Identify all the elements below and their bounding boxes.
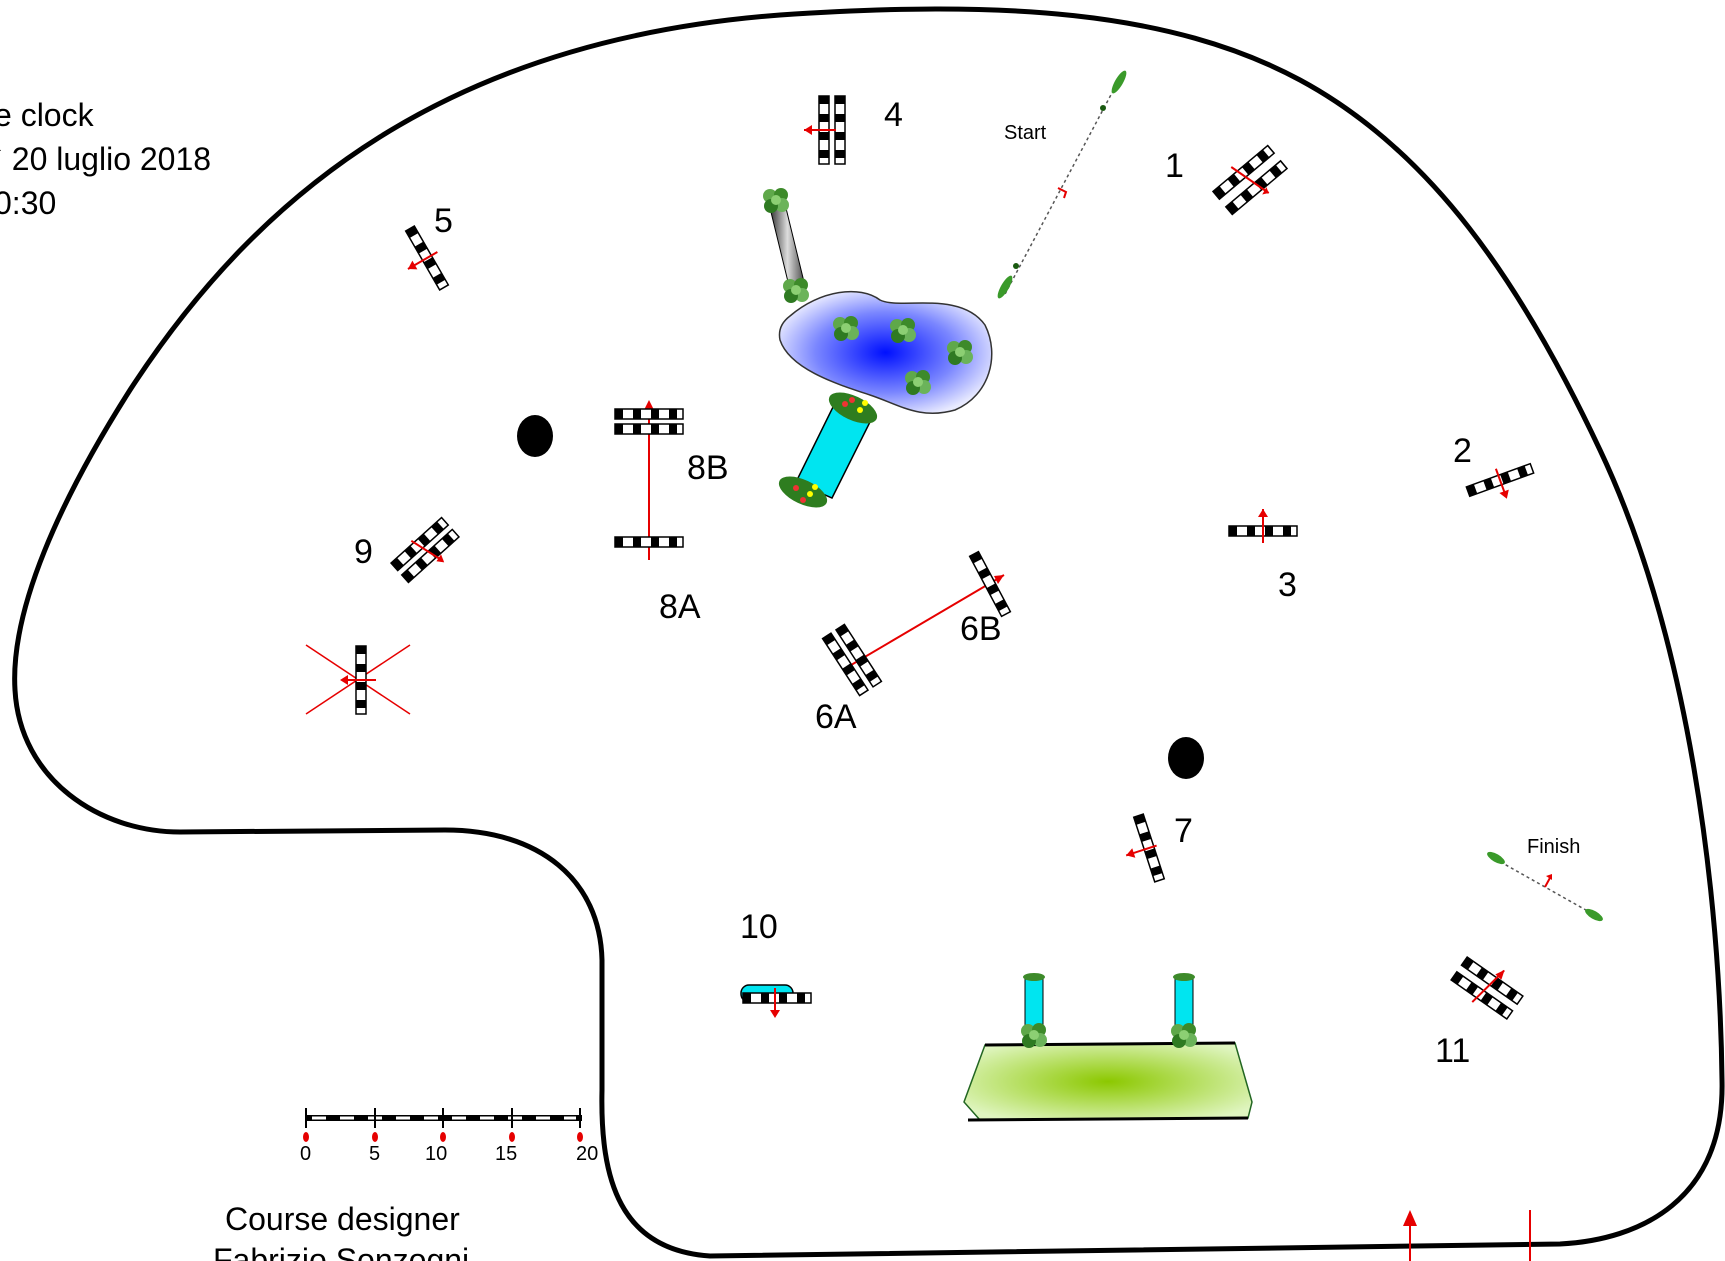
obstacle-5-number: 5 xyxy=(434,202,453,240)
obstacle-11 xyxy=(1450,956,1524,1020)
obstacle-2-number: 2 xyxy=(1453,432,1472,470)
entry-arrow xyxy=(1403,1210,1417,1261)
obstacle-3 xyxy=(1228,509,1298,543)
header-line-1: e clock xyxy=(0,97,95,133)
obstacle-6 xyxy=(821,550,1012,697)
obstacle-8 xyxy=(614,400,684,560)
obstacle-8a-number: 8A xyxy=(659,588,701,626)
obstacle-8b-number: 8B xyxy=(687,449,729,487)
obstacle-7 xyxy=(1125,813,1166,883)
plank-obstacle xyxy=(763,188,809,303)
header-line-3: 0:30 xyxy=(0,185,56,221)
obstacle-10-number: 10 xyxy=(740,908,778,946)
obstacle-5 xyxy=(404,225,450,291)
tree-marker xyxy=(1168,737,1204,779)
tube-obstacle xyxy=(778,392,878,508)
finish-line xyxy=(1487,851,1603,922)
arena-outline xyxy=(12,6,1725,1259)
excluded-obstacle xyxy=(305,644,411,715)
obstacle-11-number: 11 xyxy=(1435,1032,1470,1070)
obstacle-9-number: 9 xyxy=(354,533,373,571)
scale-tick-20: 20 xyxy=(576,1143,598,1165)
obstacle-9 xyxy=(390,516,460,584)
obstacle-10 xyxy=(740,984,812,1018)
scale-tick-5: 5 xyxy=(369,1143,380,1165)
bank-obstacle xyxy=(963,973,1253,1122)
obstacle-3-number: 3 xyxy=(1278,566,1297,604)
tree-marker xyxy=(517,415,553,457)
scale-tick-10: 10 xyxy=(425,1143,447,1165)
obstacle-6a-number: 6A xyxy=(815,698,857,736)
obstacle-1 xyxy=(1212,144,1288,216)
start-label: Start xyxy=(1004,122,1047,144)
obstacle-4 xyxy=(804,95,846,165)
obstacle-1-number: 1 xyxy=(1165,147,1184,185)
water-pond xyxy=(778,290,993,414)
designer-title: Course designer xyxy=(225,1201,460,1237)
designer-name: Fabrizio Sonzogni xyxy=(213,1242,469,1261)
scale-tick-0: 0 xyxy=(300,1143,311,1165)
finish-label: Finish xyxy=(1527,836,1580,858)
obstacle-7-number: 7 xyxy=(1174,812,1193,850)
obstacle-6b-number: 6B xyxy=(960,610,1002,648)
header-line-2: ì 20 luglio 2018 xyxy=(0,141,211,177)
obstacle-4-number: 4 xyxy=(884,96,903,134)
scale-tick-15: 15 xyxy=(495,1143,517,1165)
scale-bar xyxy=(303,1108,583,1142)
obstacle-2 xyxy=(1465,462,1535,499)
start-line xyxy=(997,70,1127,299)
